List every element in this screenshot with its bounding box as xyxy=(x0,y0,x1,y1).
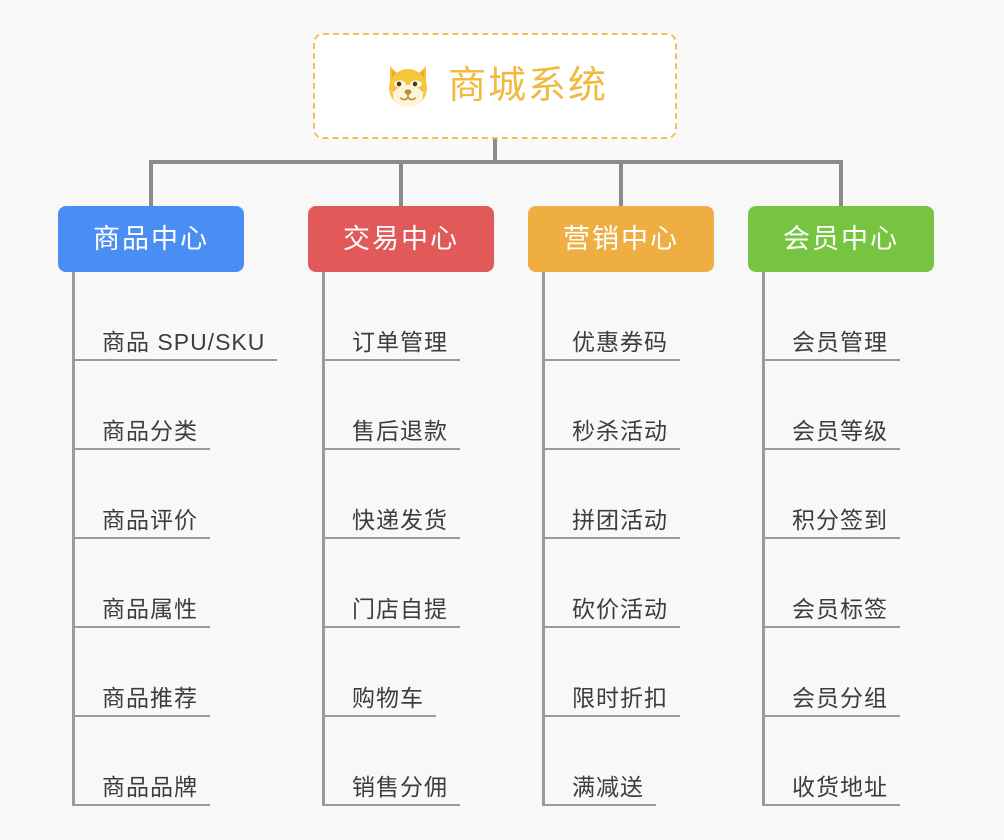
category-box-4[interactable]: 会员中心 xyxy=(748,206,934,272)
category-label-3: 营销中心 xyxy=(563,223,679,254)
leaf-item[interactable]: 快递发货 xyxy=(322,450,460,539)
leaf-item[interactable]: 销售分佣 xyxy=(322,717,460,806)
leaf-item-rule xyxy=(762,359,900,361)
leaf-item-rule xyxy=(762,537,900,539)
leaf-item[interactable]: 会员管理 xyxy=(762,272,900,361)
leaf-item-label: 秒杀活动 xyxy=(572,417,668,444)
leaf-item-label: 购物车 xyxy=(352,684,424,711)
category-label-1: 商品中心 xyxy=(93,223,209,254)
leaf-item-rule xyxy=(762,448,900,450)
leaf-item-label: 拼团活动 xyxy=(572,506,668,533)
leaf-spine-4 xyxy=(762,272,765,806)
category-box-2[interactable]: 交易中心 xyxy=(308,206,494,272)
leaf-item-rule xyxy=(542,715,680,717)
leaf-item-label: 销售分佣 xyxy=(352,773,448,800)
leaf-item-rule xyxy=(322,804,460,806)
leaf-item[interactable]: 会员等级 xyxy=(762,361,900,450)
leaf-item[interactable]: 积分签到 xyxy=(762,450,900,539)
leaf-item[interactable]: 限时折扣 xyxy=(542,628,680,717)
leaf-item-rule xyxy=(322,448,460,450)
leaf-item-label: 砍价活动 xyxy=(572,595,668,622)
leaf-item-label: 售后退款 xyxy=(352,417,448,444)
leaf-item-label: 商品 SPU/SKU xyxy=(102,328,266,355)
leaf-item-label: 限时折扣 xyxy=(572,684,668,711)
leaf-item[interactable]: 收货地址 xyxy=(762,717,900,806)
leaf-item-rule xyxy=(72,537,210,539)
leaf-item-label: 快递发货 xyxy=(352,506,448,533)
leaf-item[interactable]: 售后退款 xyxy=(322,361,460,450)
leaf-item[interactable]: 拼团活动 xyxy=(542,450,680,539)
leaf-item-rule xyxy=(322,537,460,539)
connector-drop-4 xyxy=(839,160,843,206)
leaf-item[interactable]: 商品分类 xyxy=(72,361,210,450)
leaf-item-label: 会员标签 xyxy=(792,595,888,622)
leaf-item-label: 商品评价 xyxy=(102,506,198,533)
leaf-item-label: 商品品牌 xyxy=(102,773,198,800)
leaf-spine-3 xyxy=(542,272,545,806)
connector-drop-3 xyxy=(619,160,623,206)
leaf-item[interactable]: 商品评价 xyxy=(72,450,210,539)
leaf-item[interactable]: 商品属性 xyxy=(72,539,210,628)
leaf-item-label: 满减送 xyxy=(572,773,644,800)
leaf-item[interactable]: 秒杀活动 xyxy=(542,361,680,450)
category-label-4: 会员中心 xyxy=(783,223,899,254)
leaf-item-rule xyxy=(542,626,680,628)
leaf-item[interactable]: 会员分组 xyxy=(762,628,900,717)
leaf-item-rule xyxy=(762,626,900,628)
leaf-item-label: 商品分类 xyxy=(102,417,198,444)
leaf-item[interactable]: 商品推荐 xyxy=(72,628,210,717)
leaf-item[interactable]: 订单管理 xyxy=(322,272,460,361)
leaf-spine-2 xyxy=(322,272,325,806)
leaf-item-label: 会员管理 xyxy=(792,328,888,355)
category-box-1[interactable]: 商品中心 xyxy=(58,206,244,272)
connector-root-stem xyxy=(493,139,497,162)
leaf-item-rule xyxy=(72,448,210,450)
leaf-item-rule xyxy=(72,715,210,717)
category-box-3[interactable]: 营销中心 xyxy=(528,206,714,272)
leaf-item-label: 商品推荐 xyxy=(102,684,198,711)
leaf-item[interactable]: 购物车 xyxy=(322,628,436,717)
leaf-item-rule xyxy=(542,448,680,450)
leaf-item-label: 积分签到 xyxy=(792,506,888,533)
leaf-item-rule xyxy=(542,359,680,361)
leaf-item-rule xyxy=(322,715,436,717)
leaf-item-rule xyxy=(762,804,900,806)
connector-horizontal-bus xyxy=(149,160,843,164)
leaf-item[interactable]: 满减送 xyxy=(542,717,656,806)
leaf-item[interactable]: 优惠券码 xyxy=(542,272,680,361)
leaf-item-label: 商品属性 xyxy=(102,595,198,622)
shiba-dog-face-icon xyxy=(382,60,434,112)
leaf-item-rule xyxy=(322,359,460,361)
leaf-item-rule xyxy=(72,804,210,806)
leaf-item-rule xyxy=(72,626,210,628)
leaf-item[interactable]: 商品 SPU/SKU xyxy=(72,272,278,361)
leaf-item-label: 优惠券码 xyxy=(572,328,668,355)
leaf-item-rule xyxy=(762,715,900,717)
root-node-label: 商城系统 xyxy=(447,65,608,107)
leaf-item-rule xyxy=(72,359,278,361)
leaf-spine-1 xyxy=(72,272,75,806)
leaf-item-rule xyxy=(322,626,460,628)
leaf-item-label: 会员等级 xyxy=(792,417,888,444)
leaf-item-label: 收货地址 xyxy=(792,773,888,800)
category-label-2: 交易中心 xyxy=(343,223,459,254)
leaf-item-rule xyxy=(542,804,656,806)
leaf-item[interactable]: 商品品牌 xyxy=(72,717,210,806)
connector-drop-2 xyxy=(399,160,403,206)
leaf-item[interactable]: 砍价活动 xyxy=(542,539,680,628)
root-node-shop-system[interactable]: 商城系统 xyxy=(313,33,677,139)
connector-drop-1 xyxy=(149,160,153,206)
leaf-item-rule xyxy=(542,537,680,539)
leaf-item-label: 会员分组 xyxy=(792,684,888,711)
leaf-item[interactable]: 会员标签 xyxy=(762,539,900,628)
leaf-item-label: 门店自提 xyxy=(352,595,448,622)
leaf-item[interactable]: 门店自提 xyxy=(322,539,460,628)
leaf-item-label: 订单管理 xyxy=(352,328,448,355)
